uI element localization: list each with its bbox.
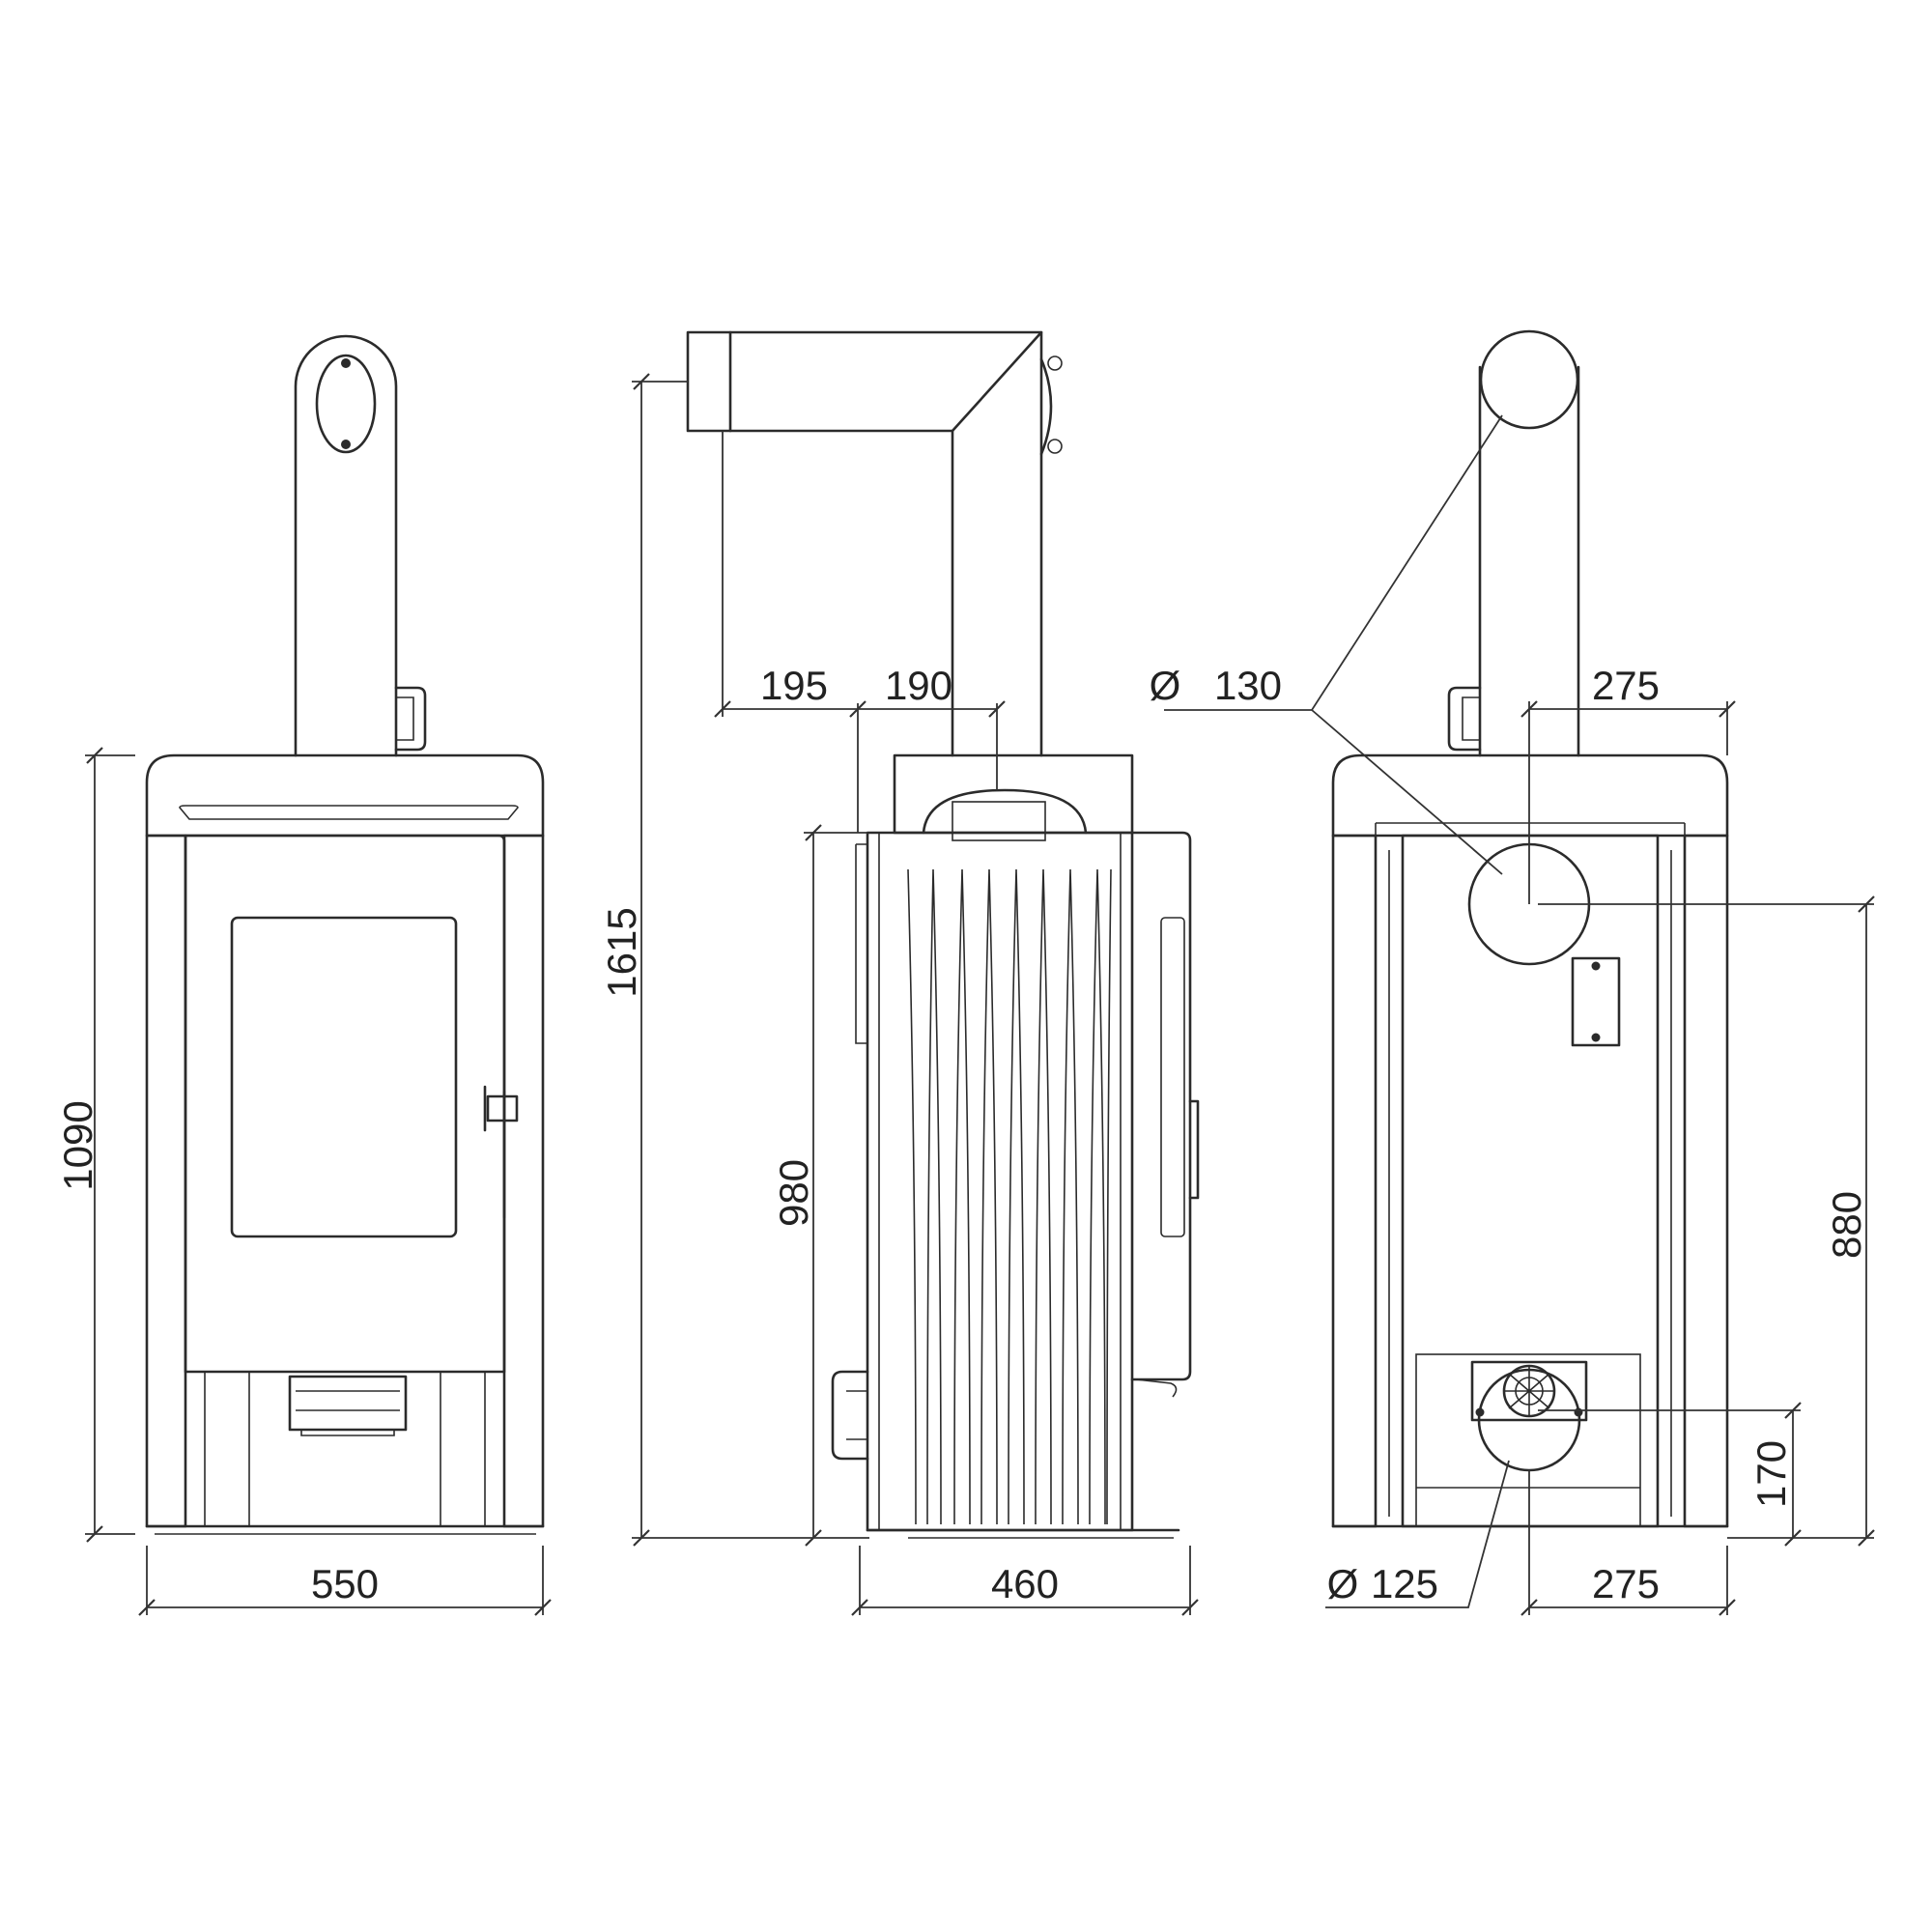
front-lower-compartment [185, 1371, 505, 1527]
rear-view: Ø 130 275 880 170 275 Ø [1150, 329, 1875, 1616]
front-top-cap [145, 753, 545, 838]
rear-air-inlet-plate [1415, 1353, 1641, 1527]
dim-air-inlet-height: 170 [1538, 1402, 1802, 1547]
label-550: 550 [311, 1561, 379, 1606]
label-diameter-symbol-130: Ø [1150, 663, 1181, 708]
label-125: 125 [1371, 1561, 1438, 1606]
label-1090: 1090 [55, 1100, 100, 1190]
label-190: 190 [885, 663, 952, 708]
dim-flue-diameter: Ø 130 [1150, 414, 1503, 875]
front-flue-pipe [294, 334, 398, 757]
dim-air-inlet-diameter: Ø 125 [1325, 1460, 1510, 1608]
front-flue-screw-top [341, 358, 351, 368]
front-flue-oval-plate [315, 354, 377, 454]
side-view: 1615 980 195 190 460 [599, 330, 1200, 1616]
label-130: 130 [1214, 663, 1282, 708]
front-left-column [145, 834, 187, 1528]
dim-rear-inlet-offset-bottom: 275 [1520, 1470, 1736, 1616]
label-1615: 1615 [599, 907, 644, 997]
rear-flue-handle [1447, 686, 1482, 752]
label-880: 880 [1824, 1191, 1869, 1259]
rear-top-cap [1331, 753, 1729, 838]
side-top-block [893, 753, 1134, 835]
label-460: 460 [991, 1561, 1059, 1606]
rear-air-inlet [1470, 1360, 1588, 1472]
rear-back-panel [1401, 834, 1660, 1528]
front-view: 1090 550 [55, 334, 552, 1616]
dim-side-height: 980 [771, 824, 867, 1547]
label-diameter-symbol-125: Ø [1327, 1561, 1359, 1606]
rear-left-column [1331, 834, 1378, 1528]
dim-front-height: 1090 [55, 747, 135, 1543]
side-flue-pipe [686, 330, 1063, 757]
label-275-top: 275 [1592, 663, 1660, 708]
dim-total-height: 1615 [599, 373, 869, 1547]
dim-front-width: 550 [138, 1546, 552, 1616]
rear-flue-pipe [1478, 365, 1580, 757]
dim-rear-flue-offset-top: 275 [1520, 663, 1736, 904]
front-glass [230, 916, 458, 1238]
rear-flue-outlet-top [1479, 329, 1579, 430]
front-flue-handle [394, 686, 427, 752]
side-flue-collar [922, 788, 1088, 835]
side-convection-fins [907, 868, 1112, 1525]
side-door [1130, 831, 1192, 1381]
label-170: 170 [1748, 1440, 1794, 1508]
rear-cover-plate [1571, 956, 1621, 1047]
dim-rear-flue-height: 880 [1538, 895, 1875, 1547]
front-door-handle [486, 1094, 519, 1122]
front-ash-tray [288, 1375, 408, 1432]
dim-flue-offsets: 195 190 [714, 431, 1006, 833]
rear-right-column [1683, 834, 1729, 1528]
label-980: 980 [771, 1159, 816, 1227]
dim-side-width: 460 [851, 1546, 1199, 1616]
front-right-column [502, 834, 545, 1528]
label-275-bottom: 275 [1592, 1561, 1660, 1606]
side-body [866, 831, 1134, 1532]
label-195: 195 [760, 663, 828, 708]
side-air-inlet [831, 1370, 869, 1461]
front-flue-screw-bottom [341, 440, 351, 449]
